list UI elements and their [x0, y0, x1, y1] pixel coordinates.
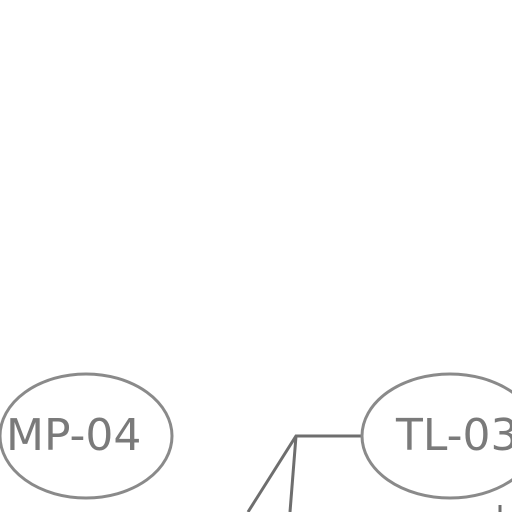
node-tl-03-ellipse	[360, 372, 512, 500]
node-tl-03[interactable]: TL-03	[360, 372, 512, 500]
node-mp-04-label: MP-04	[6, 410, 141, 461]
node-mp-04-ellipse	[0, 372, 174, 500]
node-mp-04[interactable]: MP-04	[0, 372, 174, 500]
connector-tl03-branch-b	[288, 435, 298, 512]
connectors	[246, 434, 502, 512]
node-tl-03-label: TL-03	[395, 410, 512, 461]
connector-tl03-branch-a	[246, 434, 364, 512]
